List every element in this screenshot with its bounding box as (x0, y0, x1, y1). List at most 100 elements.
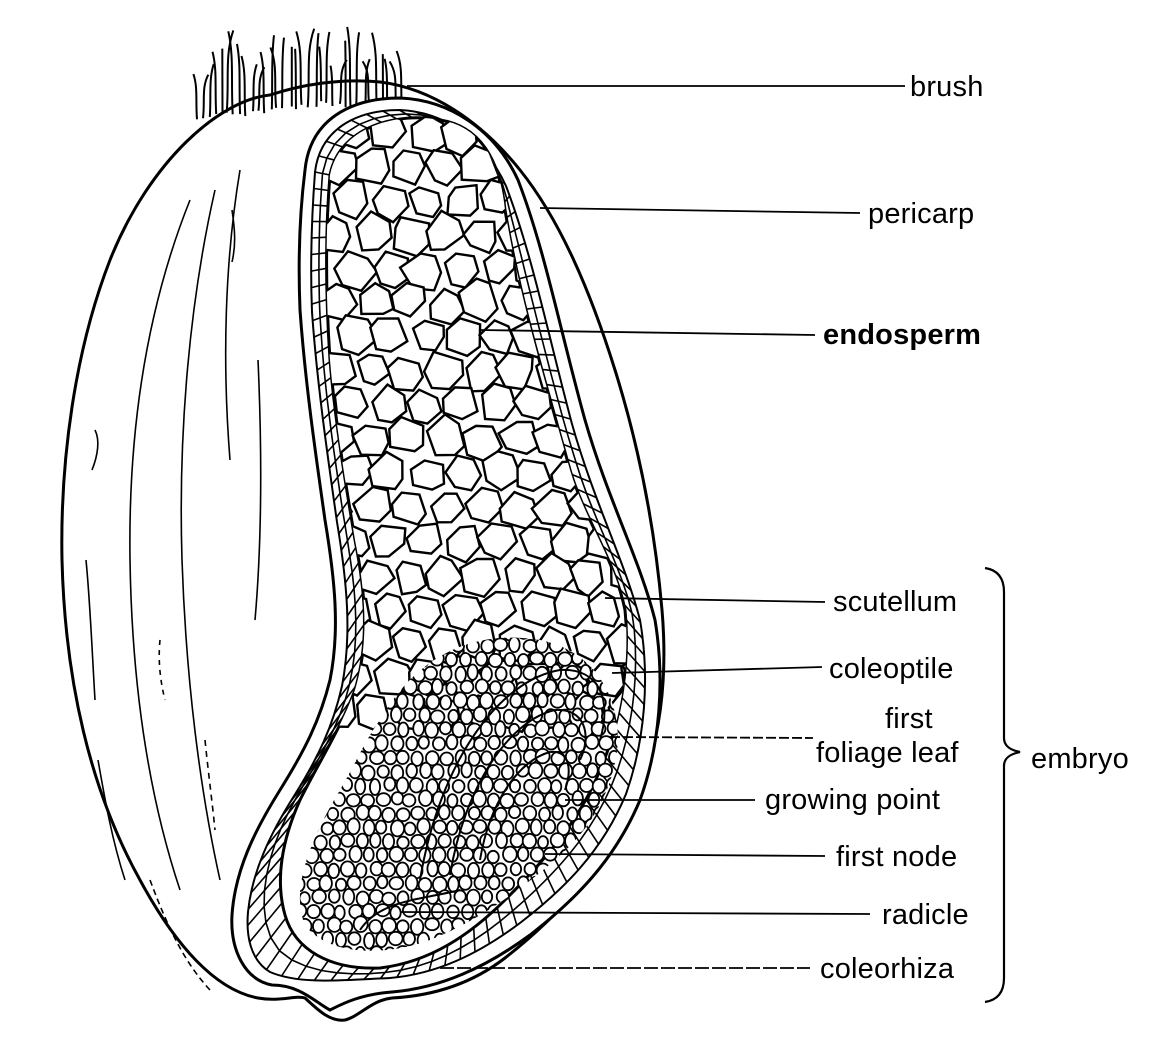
embryo-cell (307, 878, 320, 891)
embryo-cell (396, 863, 408, 878)
embryo-cell (454, 692, 467, 707)
embryo-cell (294, 653, 305, 665)
embryo-cell (601, 932, 613, 945)
embryo-cell (577, 920, 591, 933)
embryo-cell (343, 889, 354, 905)
embryo-cell (364, 933, 374, 949)
embryo-cell (593, 917, 604, 932)
embryo-cell (482, 890, 492, 903)
embryo-cell (586, 933, 599, 948)
embryo-cell (299, 892, 309, 904)
bristle (356, 32, 359, 104)
embryo-cell (566, 945, 580, 960)
embryo-cell (406, 764, 417, 778)
bristle (261, 52, 265, 113)
embryo-cell (622, 891, 636, 906)
label-growing-point: growing point (765, 786, 940, 815)
embryo-cell (505, 653, 516, 666)
embryo-cell (623, 918, 635, 934)
embryo-cell (518, 847, 529, 861)
embryo-cell (448, 876, 459, 892)
bristle (319, 47, 321, 102)
embryo-cell (599, 877, 612, 893)
embryo-cell (558, 680, 570, 694)
embryo-cell (411, 835, 425, 848)
bristle (347, 27, 350, 107)
bristle (326, 32, 329, 103)
embryo-cell (328, 918, 341, 932)
embryo-cell (320, 626, 333, 640)
embryo-cell (369, 806, 381, 820)
embryo-cell (398, 723, 408, 737)
embryo-cell (336, 879, 346, 891)
grain-surface-marks (86, 170, 261, 990)
embryo-cell (532, 792, 544, 806)
embryo-cell (628, 848, 640, 864)
embryo-cell (321, 904, 334, 919)
embryo-cell (370, 833, 380, 848)
embryo-cell (593, 779, 606, 793)
embryo-cell (382, 808, 395, 822)
embryo-cell (627, 877, 639, 893)
embryo-cell (535, 721, 549, 736)
embryo-cell (447, 821, 458, 835)
embryo-cell (320, 876, 332, 892)
embryo-cell (432, 679, 443, 694)
embryo-cell (574, 960, 585, 973)
embryo-cell (517, 764, 529, 776)
embryo-cell (389, 932, 403, 945)
embryo-cell (348, 932, 360, 945)
embryo-cell (320, 849, 333, 863)
embryo-cell (551, 780, 561, 793)
embryo-cell (384, 778, 395, 791)
embryo-brace (985, 568, 1020, 1002)
embryo-cell (404, 709, 416, 721)
leader-pericarp (540, 208, 860, 213)
embryo-cell (530, 652, 544, 664)
embryo-cell (474, 707, 487, 722)
embryo-cell (405, 848, 417, 861)
embryo-cell (322, 823, 334, 835)
embryo-cell (494, 638, 508, 651)
endosperm-cell (568, 151, 608, 186)
embryo-cell (593, 890, 607, 905)
embryo-cell (347, 794, 360, 806)
embryo-cell (307, 905, 320, 918)
embryo-cell (546, 959, 556, 975)
embryo-cell (461, 709, 473, 724)
embryo-cell (382, 863, 395, 877)
embryo-cell (370, 890, 383, 903)
embryo-cell (453, 780, 465, 793)
embryo-cell (297, 667, 311, 680)
embryo-cell (518, 737, 529, 752)
embryo-cell (516, 819, 529, 834)
embryo-cell (384, 723, 396, 735)
embryo-cell (413, 694, 423, 709)
embryo-cell (390, 906, 400, 919)
embryo-cell (454, 890, 465, 902)
embryo-cell (397, 808, 410, 821)
embryo-cell (403, 904, 417, 917)
embryo-cell (580, 779, 593, 792)
endosperm-cell (397, 562, 427, 595)
embryo-cell (469, 807, 480, 819)
embryo-cell (448, 710, 458, 723)
bristle (272, 35, 274, 109)
endosperm-cell (571, 214, 607, 254)
embryo-cell (440, 666, 451, 681)
embryo-cell (510, 665, 521, 679)
embryo-cell (523, 806, 536, 820)
embryo-cell (531, 819, 542, 835)
embryo-cell (468, 665, 478, 680)
embryo-cell (496, 833, 507, 848)
endosperm-cell (552, 179, 590, 216)
embryo-cell (473, 820, 486, 833)
embryo-cell (404, 823, 415, 836)
embryo-cell (538, 836, 548, 848)
embryo-cell (545, 737, 558, 749)
embryo-cell (419, 708, 430, 723)
embryo-cell (419, 790, 432, 806)
embryo-cell (510, 751, 521, 766)
embryo-cell (293, 736, 304, 751)
